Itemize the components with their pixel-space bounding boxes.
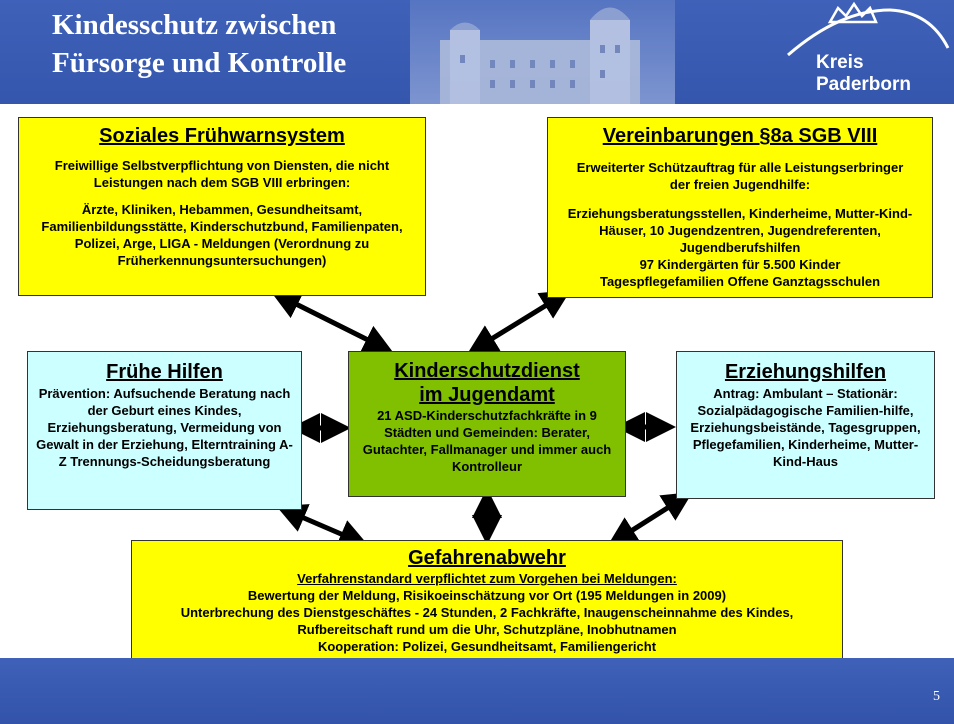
vereinbarungen-providers: Erziehungsberatungsstellen, Kinderheime,… — [567, 206, 913, 255]
logo-text: Kreis Paderborn — [816, 52, 911, 96]
vereinbarungen-title: Vereinbarungen §8a SGB VIII — [602, 125, 878, 147]
box-fruehe-hilfen: Frühe Hilfen Prävention: Aufsuchende Ber… — [27, 351, 302, 510]
fruehwarn-title: Soziales Frühwarnsystem — [99, 125, 345, 147]
title-line-1: Kindesschutz zwischen — [52, 9, 337, 41]
box-gefahrenabwehr: Gefahrenabwehr Verfahrenstandard verpfli… — [131, 540, 843, 674]
erziehung-title: Erziehungshilfen — [724, 361, 887, 383]
gefahren-line-1: Bewertung der Meldung, Risikoeinschätzun… — [247, 588, 727, 603]
arrow-fruehwarn-kinderschutz — [270, 291, 394, 353]
footer-band — [0, 658, 954, 724]
box-fruehwarnsystem: Soziales Frühwarnsystem Freiwillige Selb… — [18, 117, 426, 296]
logo-line-1: Kreis — [816, 52, 864, 73]
gefahren-subtitle: Verfahrenstandard verpflichtet zum Vorge… — [297, 571, 677, 586]
kreis-logo-icon — [787, 1, 950, 57]
gefahren-line-2: Unterbrechung des Dienstgeschäftes - 24 … — [180, 605, 794, 637]
logo-line-2: Paderborn — [816, 74, 912, 95]
arrow-vereinbarungen-kinderschutz — [467, 290, 571, 354]
fruehwarn-intro: Freiwillige Selbstverpflichtung von Dien… — [54, 158, 390, 190]
fruehe-title: Frühe Hilfen — [106, 361, 223, 383]
box-vereinbarungen: Vereinbarungen §8a SGB VIII Erweiterter … — [547, 117, 933, 298]
vereinbarungen-intro: Erweiterter Schützauftrag für alle Leist… — [576, 160, 904, 192]
vereinbarungen-tagespflege: Tagespflegefamilien Offene Ganztagsschul… — [599, 274, 881, 289]
kinderschutz-title-1: Kinderschutzdienst — [394, 360, 580, 382]
arrow-erziehung-gefahren — [607, 491, 693, 547]
slide-title: Kindesschutz zwischen Fürsorge und Kontr… — [52, 6, 346, 82]
fruehwarn-members: Ärzte, Kliniken, Hebammen, Gesundheitsam… — [41, 202, 403, 268]
title-line-2: Fürsorge und Kontrolle — [52, 47, 347, 79]
page-number: 5 — [933, 689, 940, 704]
kinderschutz-title-2: im Jugendamt — [419, 384, 555, 406]
box-kinderschutzdienst: Kinderschutzdienst im Jugendamt 21 ASD-K… — [348, 351, 626, 497]
gefahren-title: Gefahrenabwehr — [408, 547, 566, 569]
box-erziehungshilfen: Erziehungshilfen Antrag: Ambulant – Stat… — [676, 351, 935, 499]
erziehung-text: Antrag: Ambulant – Stationär: Sozialpäda… — [690, 386, 921, 469]
kinderschutz-text: 21 ASD-Kinderschutzfachkräfte in 9 Städt… — [362, 408, 612, 474]
arrow-fruehe-gefahren — [276, 504, 369, 548]
gefahren-line-3: Kooperation: Polizei, Gesundheitsamt, Fa… — [317, 639, 657, 654]
vereinbarungen-kindergarten: 97 Kindergärten für 5.500 Kinder — [639, 257, 841, 272]
fruehe-text: Prävention: Aufsuchende Beratung nach de… — [36, 386, 293, 469]
castle-image — [410, 0, 675, 104]
